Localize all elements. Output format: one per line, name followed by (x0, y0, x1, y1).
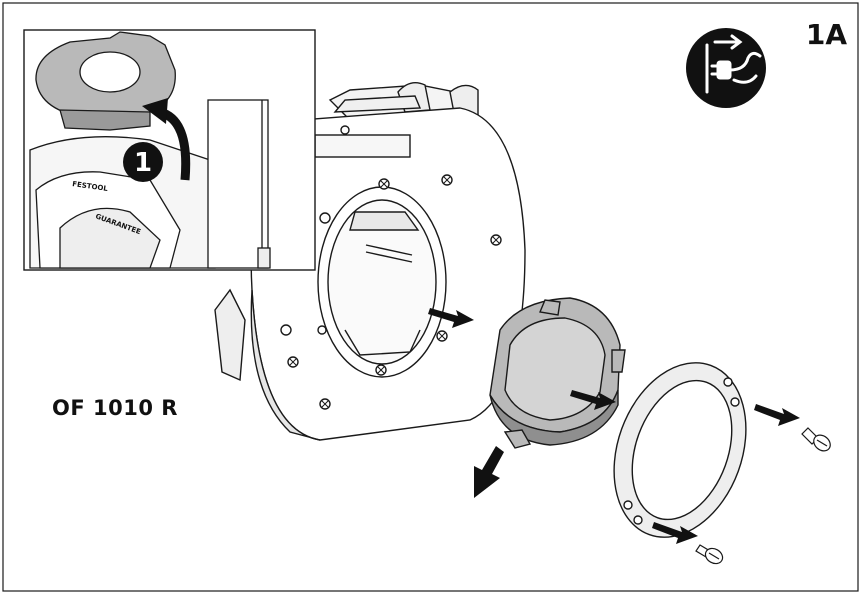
curved-arrow-head (142, 98, 168, 124)
gray-ring-part (489, 297, 626, 449)
unplug-mains-icon (686, 28, 766, 108)
inset-step-badge (123, 142, 163, 182)
inset-step-number: 1 (134, 148, 152, 178)
flat-ring-part (613, 362, 747, 538)
model-label: OF 1010 R (52, 396, 178, 420)
screw-upper (801, 427, 831, 452)
screw-lower (695, 544, 724, 565)
detail-inset: 1 FESTOOL GUARANTEE (23, 29, 316, 271)
step-label: 1A (805, 18, 847, 51)
inset-gray-ring (35, 31, 176, 131)
removal-arrows (428, 308, 800, 544)
